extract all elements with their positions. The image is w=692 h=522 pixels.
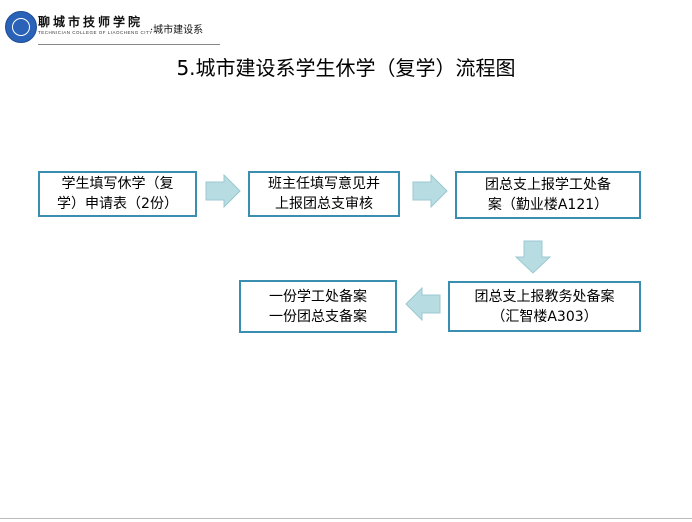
step-2-line-2: 上报团总支审核	[275, 196, 373, 212]
step-3-line-1: 团总支上报学工处备	[485, 177, 611, 193]
step-3-line-2: 案（勤业楼A121）	[487, 197, 609, 213]
arrow-right-icon	[412, 174, 448, 208]
step-5-box: 一份学工处备案 一份团总支备案	[239, 280, 397, 333]
arrow-down-icon	[515, 240, 551, 274]
step-1-box: 学生填写休学（复 学）申请表（2份）	[38, 171, 197, 217]
arrow-left-icon	[405, 287, 441, 321]
header: 聊城市技师学院 TECHNICIAN COLLEGE OF LIAOCHENG …	[0, 0, 692, 48]
step-1-line-1: 学生填写休学（复	[61, 176, 174, 192]
step-5-line-2: 一份团总支备案	[269, 308, 367, 325]
school-name-en: TECHNICIAN COLLEGE OF LIAOCHENG CITY	[38, 30, 153, 35]
step-5-line-1: 一份学工处备案	[269, 288, 367, 305]
school-logo-icon	[5, 11, 37, 43]
step-4-line-2: （汇智楼A303）	[491, 308, 598, 325]
bottom-divider	[0, 518, 692, 519]
step-1-line-2: 学）申请表（2份）	[57, 196, 178, 212]
school-name: 聊城市技师学院	[38, 15, 144, 29]
step-4-box: 团总支上报教务处备案 （汇智楼A303）	[448, 281, 641, 332]
step-3-box: 团总支上报学工处备 案（勤业楼A121）	[455, 171, 641, 219]
arrow-right-icon	[205, 174, 241, 208]
header-divider	[38, 44, 220, 45]
step-2-box: 班主任填写意见并 上报团总支审核	[248, 171, 400, 217]
step-2-line-1: 班主任填写意见并	[268, 176, 380, 192]
page-title: 5.城市建设系学生休学（复学）流程图	[176, 56, 516, 80]
department-name: ·城市建设系	[150, 25, 204, 36]
step-4-line-1: 团总支上报教务处备案	[474, 288, 615, 305]
